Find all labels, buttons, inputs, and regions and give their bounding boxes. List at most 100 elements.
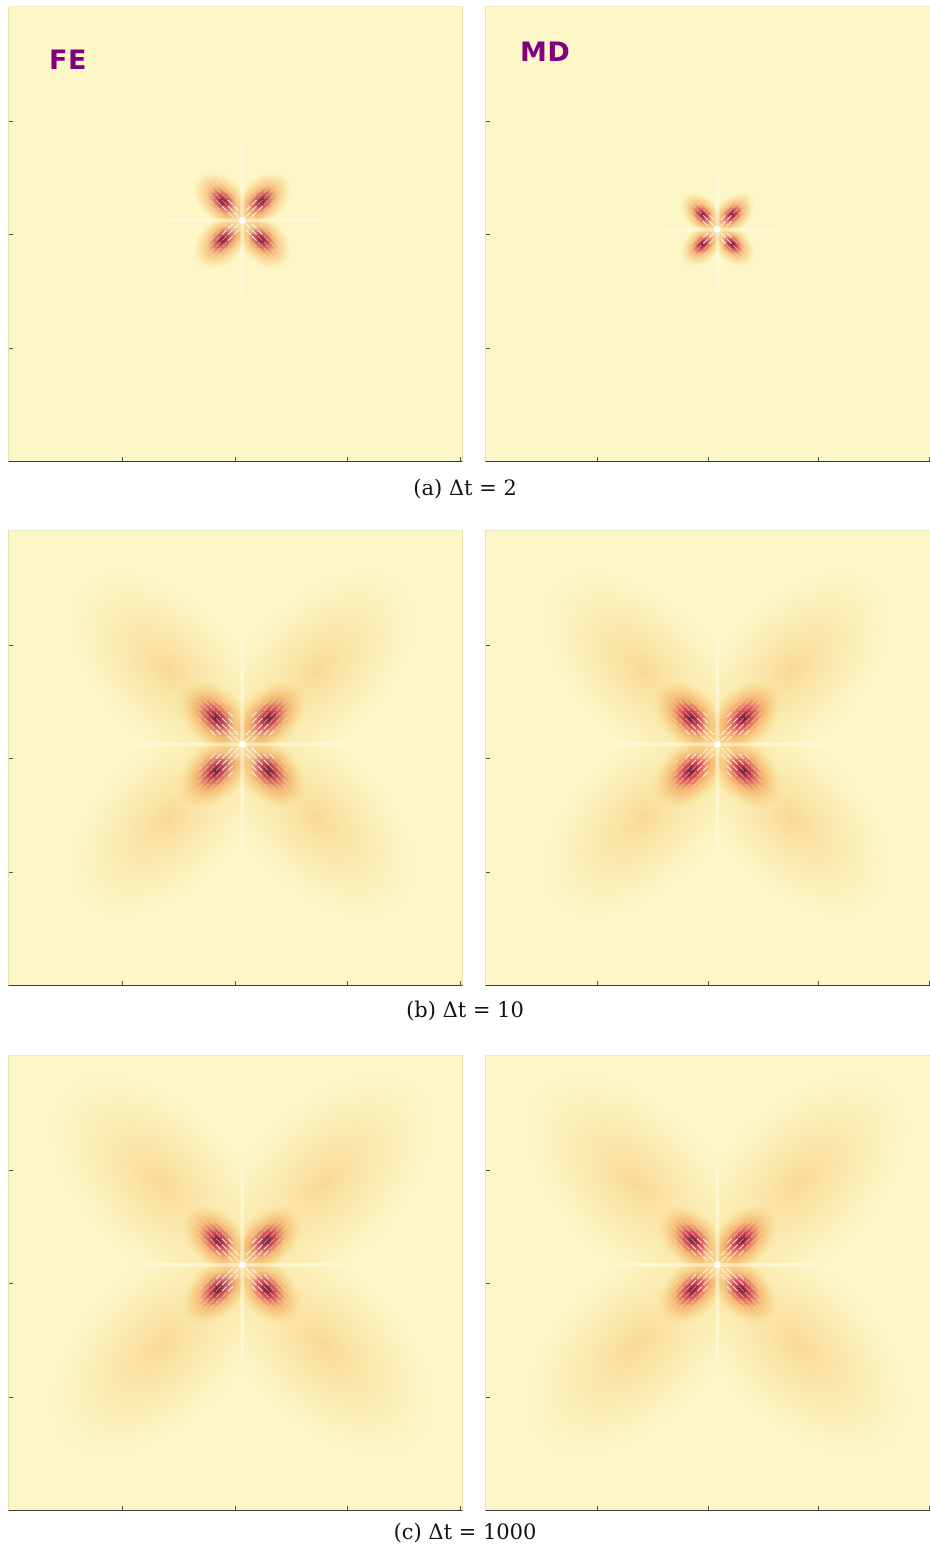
vector-mark xyxy=(744,723,751,730)
vector-mark xyxy=(726,711,733,718)
vector-mark xyxy=(738,1273,745,1280)
vector-mark xyxy=(263,1297,270,1304)
vector-mark xyxy=(690,1238,697,1244)
vector-mark xyxy=(269,771,275,778)
vector-mark xyxy=(203,1244,210,1250)
vector-mark xyxy=(197,1291,204,1298)
vector-mark xyxy=(744,238,751,245)
vector-mark xyxy=(732,1279,739,1286)
vector-mark xyxy=(215,711,222,718)
vector-mark xyxy=(215,1303,222,1310)
stress-field-c-fe xyxy=(33,1056,451,1474)
vector-mark xyxy=(251,759,258,766)
axis-tick xyxy=(818,457,819,461)
vector-mark xyxy=(720,735,727,742)
vector-mark xyxy=(197,765,204,772)
vector-mark xyxy=(690,699,697,706)
vector-mark xyxy=(263,259,270,266)
vector-mark xyxy=(672,1279,679,1286)
vector-mark xyxy=(203,765,210,772)
vector-mark xyxy=(756,1279,763,1286)
axis-tick xyxy=(460,457,461,461)
vector-mark xyxy=(257,253,264,260)
vector-mark xyxy=(744,717,751,724)
vector-mark xyxy=(203,1279,210,1286)
vector-mark xyxy=(275,1226,281,1232)
vector-mark xyxy=(221,259,228,266)
vector-mark xyxy=(275,777,281,784)
vector-mark xyxy=(732,196,739,203)
vector-mark xyxy=(215,1244,222,1250)
vector-mark xyxy=(269,241,275,248)
vector-mark xyxy=(684,1250,691,1256)
vector-mark xyxy=(257,259,264,266)
vector-mark xyxy=(257,783,264,790)
vector-mark xyxy=(702,723,709,730)
vector-mark xyxy=(227,1273,234,1280)
vector-mark xyxy=(269,765,275,772)
vector-mark xyxy=(251,1291,258,1298)
vector-mark xyxy=(744,1244,751,1250)
vector-mark xyxy=(257,1303,264,1310)
vector-mark xyxy=(263,1279,270,1286)
vector-mark xyxy=(257,777,264,784)
vector-mark xyxy=(263,1291,270,1298)
vector-mark xyxy=(750,1303,757,1310)
axis-tick xyxy=(486,1397,490,1398)
vector-mark xyxy=(281,1232,287,1238)
vector-mark xyxy=(732,1244,739,1250)
vector-mark xyxy=(732,208,739,215)
vector-mark xyxy=(678,699,685,706)
vector-mark xyxy=(269,1303,275,1310)
vector-mark xyxy=(684,783,691,790)
vector-mark xyxy=(732,1220,739,1226)
vector-mark xyxy=(696,777,703,784)
vector-mark xyxy=(251,723,258,730)
vector-mark xyxy=(678,1279,685,1286)
vector-mark xyxy=(275,1285,281,1292)
vector-mark xyxy=(726,220,733,227)
vector-mark xyxy=(750,1232,757,1238)
vector-mark xyxy=(209,199,216,206)
vector-mark xyxy=(209,771,216,778)
vector-mark xyxy=(696,1291,703,1298)
vector-mark xyxy=(209,1297,216,1304)
vector-mark xyxy=(263,711,270,718)
vector-mark xyxy=(221,1273,228,1280)
vector-mark xyxy=(251,1244,258,1250)
vector-mark xyxy=(197,771,204,778)
vector-mark xyxy=(281,1226,287,1232)
vector-mark xyxy=(690,729,697,736)
vector-mark xyxy=(672,705,679,712)
vector-mark xyxy=(750,765,757,772)
vector-mark xyxy=(696,753,703,760)
vector-mark xyxy=(720,753,727,760)
vector-mark xyxy=(750,699,757,706)
vector-mark xyxy=(269,723,275,730)
vector-mark xyxy=(738,783,745,790)
vector-mark xyxy=(269,247,275,254)
vector-mark xyxy=(281,1285,287,1292)
vector-mark xyxy=(744,771,751,778)
vector-mark xyxy=(263,1232,270,1238)
vector-mark xyxy=(263,175,270,182)
axis-tick xyxy=(708,981,709,985)
vector-mark xyxy=(738,1220,745,1226)
vector-mark xyxy=(215,1238,222,1244)
axis-tick xyxy=(486,234,490,235)
vector-mark xyxy=(732,202,739,209)
vector-mark xyxy=(684,1238,691,1244)
vector-mark xyxy=(684,1220,691,1226)
vector-mark xyxy=(227,723,234,730)
vector-mark xyxy=(209,1238,216,1244)
vector-mark xyxy=(750,783,757,790)
vector-mark xyxy=(696,196,703,203)
vector-mark xyxy=(732,699,739,706)
vector-mark xyxy=(269,1244,275,1250)
vector-mark xyxy=(732,1297,739,1304)
axis-tick xyxy=(460,1506,461,1510)
vector-mark xyxy=(209,1273,216,1280)
vector-mark xyxy=(215,1297,222,1304)
vector-mark xyxy=(702,1244,709,1250)
vector-mark xyxy=(672,759,679,766)
